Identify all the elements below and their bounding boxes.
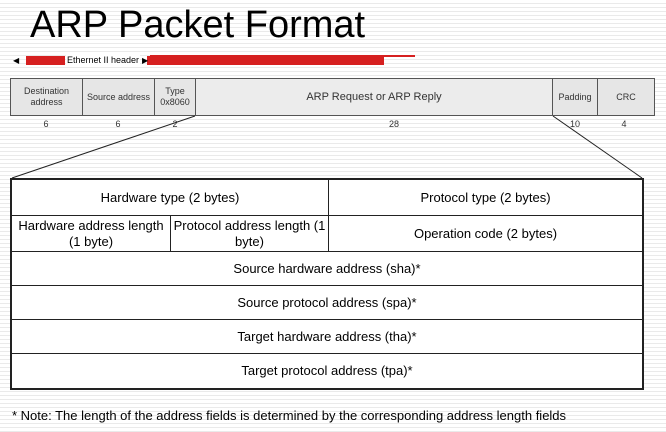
- arp-operation-code: Operation code (2 bytes): [329, 216, 642, 252]
- accent-bar-left: [26, 56, 65, 65]
- arp-source-protocol-address: Source protocol address (spa)*: [12, 286, 642, 320]
- arp-target-protocol-address: Target protocol address (tpa)*: [241, 363, 413, 378]
- footnote: * Note: The length of the address fields…: [12, 408, 567, 423]
- frame-field-padding: Padding: [552, 78, 598, 116]
- arp-protocol-address-length: Protocol address length (1 byte): [171, 216, 329, 252]
- arp-hardware-type: Hardware type (2 bytes): [12, 180, 329, 216]
- frame-size-destination: 6: [43, 119, 49, 129]
- page-title: ARP Packet Format: [30, 4, 366, 46]
- frame-size-arp: 28: [388, 119, 400, 129]
- arrow-right-icon: ▶: [142, 56, 149, 65]
- ethernet-header-label: Ethernet II header: [66, 55, 141, 66]
- arrow-left-icon: ◀: [13, 56, 20, 65]
- arp-target-hardware-address: Target hardware address (tha)*: [12, 320, 642, 354]
- frame-field-arp: ARP Request or ARP Reply: [195, 78, 553, 116]
- accent-bar-right: [147, 56, 384, 65]
- expansion-line-left: [11, 115, 196, 179]
- arp-packet-table: Hardware type (2 bytes) Protocol type (2…: [10, 178, 644, 390]
- frame-size-padding: 10: [569, 119, 581, 129]
- arp-protocol-type: Protocol type (2 bytes): [329, 180, 642, 216]
- expansion-line-right: [552, 115, 643, 179]
- arp-hardware-address-length: Hardware address length (1 byte): [12, 216, 171, 252]
- frame-field-destination: Destination address: [10, 78, 83, 116]
- frame-size-crc: 4: [621, 119, 627, 129]
- arp-source-hardware-address: Source hardware address (sha)*: [12, 252, 642, 286]
- frame-size-source: 6: [115, 119, 121, 129]
- frame-size-type: 2: [172, 119, 178, 129]
- frame-field-type: Type 0x8060: [154, 78, 196, 116]
- frame-field-crc: CRC: [597, 78, 655, 116]
